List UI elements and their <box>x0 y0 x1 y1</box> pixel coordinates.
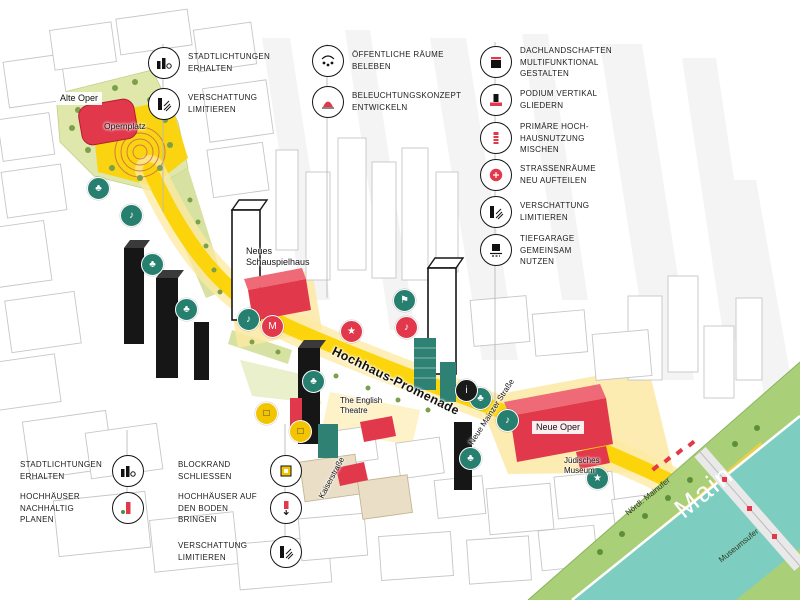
map-badge-theatre: ♪ <box>237 308 260 331</box>
underground-garage-icon <box>480 234 512 267</box>
legend-label: STADTLICHTUNGEN ERHALTEN <box>20 460 103 481</box>
legend-label: PODIUM VERTIKAL GLIEDERN <box>520 89 598 110</box>
tower-mixed-use-icon <box>480 122 512 155</box>
shadow-limit-icon <box>148 88 180 120</box>
map-badge-culture: ♪ <box>120 204 143 227</box>
legend-item-verschattung-2: VERSCHATTUNG LIMITIEREN <box>480 196 604 228</box>
legend-item-podium: PODIUM VERTIKAL GLIEDERN <box>480 84 604 116</box>
legend-item-blockrand: BLOCKRAND SCHLIESSEN <box>178 455 302 487</box>
city-clearing-icon <box>148 47 180 79</box>
legend-item-boden: HOCHHÄUSER AUF DEN BODEN BRINGEN <box>178 491 302 526</box>
map-badge-green: ♣ <box>141 253 164 276</box>
bank-red-accents <box>651 439 696 472</box>
legend-label: HOCHHÄUSER NACHHALTIG PLANEN <box>20 492 80 525</box>
label-english-theatre: The English Theatre <box>340 396 383 415</box>
teal-buildings <box>318 338 456 458</box>
map-badge-attraction: ★ <box>340 320 363 343</box>
label-neues-schauspielhaus: Neues Schauspielhaus <box>246 246 310 268</box>
city-clearing-icon <box>112 455 144 487</box>
map-badge-green: ♣ <box>459 447 482 470</box>
legend-item-oeffentliche-raeume: ÖFFENTLICHE RÄUME BELEBEN <box>312 45 444 77</box>
bridge <box>694 447 800 571</box>
shadow-limit-icon <box>480 196 512 228</box>
label-juedisches-museum: Jüdisches Museum <box>564 456 600 475</box>
legend-item-nachhaltig: HOCHHÄUSER NACHHALTIG PLANEN <box>20 491 144 526</box>
legend-item-hochhausnutzung: PRIMÄRE HOCH- HAUSNUTZUNG MISCHEN <box>480 121 604 156</box>
roofscape-icon <box>480 46 512 79</box>
legend-item-strassenraeume: STRASSENRÄUME NEU AUFTEILEN <box>480 159 604 191</box>
legend-label: ÖFFENTLICHE RÄUME BELEBEN <box>352 50 444 71</box>
podium-icon <box>480 84 512 116</box>
map-badge-green: ♣ <box>175 298 198 321</box>
label-neue-oper: Neue Oper <box>532 421 585 435</box>
legend-label: STADTLICHTUNGEN ERHALTEN <box>188 52 271 73</box>
legend-item-tiefgarage: TIEFGARAGE GEMEINSAM NUTZEN <box>480 233 604 268</box>
legend-item-verschattung-bc: VERSCHATTUNG LIMITIEREN <box>178 536 302 568</box>
legend-label: HOCHHÄUSER AUF DEN BODEN BRINGEN <box>178 492 257 525</box>
legend-label: DACHLANDSCHAFTEN MULTIFUNKTIONAL GESTALT… <box>520 46 612 79</box>
lighting-concept-icon <box>312 86 344 118</box>
label-opernplatz: Opernplatz <box>104 121 146 131</box>
legend-label: PRIMÄRE HOCH- HAUSNUTZUNG MISCHEN <box>520 122 589 155</box>
legend-label: TIEFGARAGE GEMEINSAM NUTZEN <box>520 234 575 267</box>
map-badge-culture: ♪ <box>496 409 519 432</box>
background-buildings <box>0 8 763 591</box>
legend-label: VERSCHATTUNG LIMITIEREN <box>178 541 248 562</box>
map-badge-landmark: ⚑ <box>393 289 416 312</box>
street-space-icon <box>480 159 512 191</box>
legend-item-beleuchtung: BELEUCHTUNGSKONZEPT ENTWICKELN <box>312 86 461 118</box>
map-badge-block: □ <box>289 420 312 443</box>
legend-label: VERSCHATTUNG LIMITIEREN <box>520 201 590 222</box>
legend-item-verschattung: VERSCHATTUNG LIMITIEREN <box>148 88 257 120</box>
map-badge-green: ♣ <box>87 177 110 200</box>
legend-label: VERSCHATTUNG LIMITIEREN <box>188 93 258 114</box>
legend-item-dachlandschaften: DACHLANDSCHAFTEN MULTIFUNKTIONAL GESTALT… <box>480 45 612 80</box>
block-perimeter-icon <box>270 455 302 487</box>
shadow-limit-icon <box>270 536 302 568</box>
tower-to-ground-icon <box>270 492 302 525</box>
map-badge-music: ♪ <box>395 316 418 339</box>
public-space-icon <box>312 45 344 77</box>
legend-label: BELEUCHTUNGSKONZEPT ENTWICKELN <box>352 91 462 112</box>
legend-item-stadtlichtungen-bl: STADTLICHTUNGEN ERHALTEN <box>20 455 144 487</box>
map-badge-green: ♣ <box>302 370 325 393</box>
legend-item-stadtlichtungen: STADTLICHTUNGEN ERHALTEN <box>148 47 270 79</box>
legend-label: STRASSENRÄUME NEU AUFTEILEN <box>520 164 596 185</box>
map-badge-block: □ <box>255 402 278 425</box>
map-badge-info: i <box>455 379 478 402</box>
sustainable-tower-icon <box>112 492 144 525</box>
legend-label: BLOCKRAND SCHLIESSEN <box>178 460 232 481</box>
map-badge-museum: M <box>261 315 284 338</box>
map-badge-attraction: ★ <box>586 467 609 490</box>
label-alte-oper: Alte Oper <box>56 92 103 106</box>
